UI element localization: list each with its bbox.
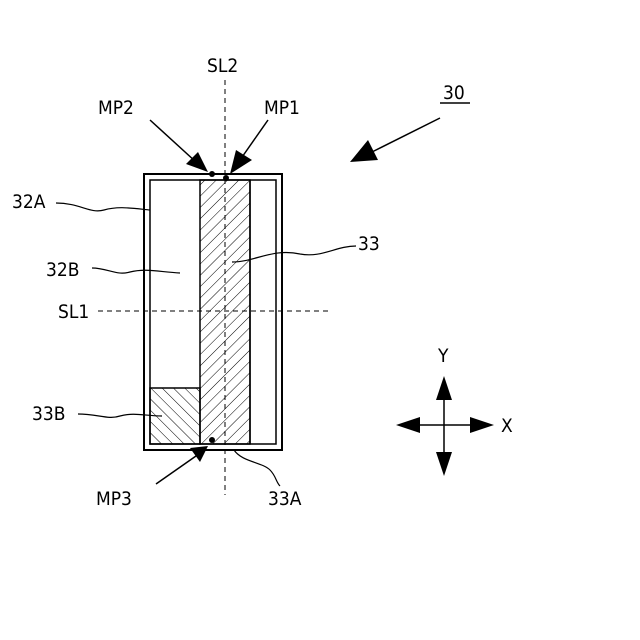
point-mp2 xyxy=(209,171,215,177)
label-mp1: MP1 xyxy=(264,97,300,119)
leader-32a xyxy=(56,203,150,211)
label-33a: 33A xyxy=(268,488,302,510)
label-mp3: MP3 xyxy=(96,488,132,510)
arrow-mp1 xyxy=(230,120,268,174)
xy-axis-indicator xyxy=(396,376,494,476)
label-32a: 32A xyxy=(12,191,46,213)
leader-32b xyxy=(92,268,180,273)
label-sl2: SL2 xyxy=(207,55,238,77)
label-33: 33 xyxy=(358,233,380,255)
label-ref-30: 30 xyxy=(443,82,465,104)
label-mp2: MP2 xyxy=(98,97,134,119)
label-axis-y: Y xyxy=(437,345,449,367)
arrow-30 xyxy=(350,118,440,162)
arrow-mp2 xyxy=(150,120,208,172)
label-33b: 33B xyxy=(32,403,65,425)
leader-33a xyxy=(234,450,280,486)
arrow-mp3 xyxy=(156,446,208,484)
label-axis-x: X xyxy=(501,415,513,437)
label-sl1: SL1 xyxy=(58,301,89,323)
point-mp3 xyxy=(209,437,215,443)
point-mp1 xyxy=(223,175,229,181)
label-32b: 32B xyxy=(46,259,79,281)
